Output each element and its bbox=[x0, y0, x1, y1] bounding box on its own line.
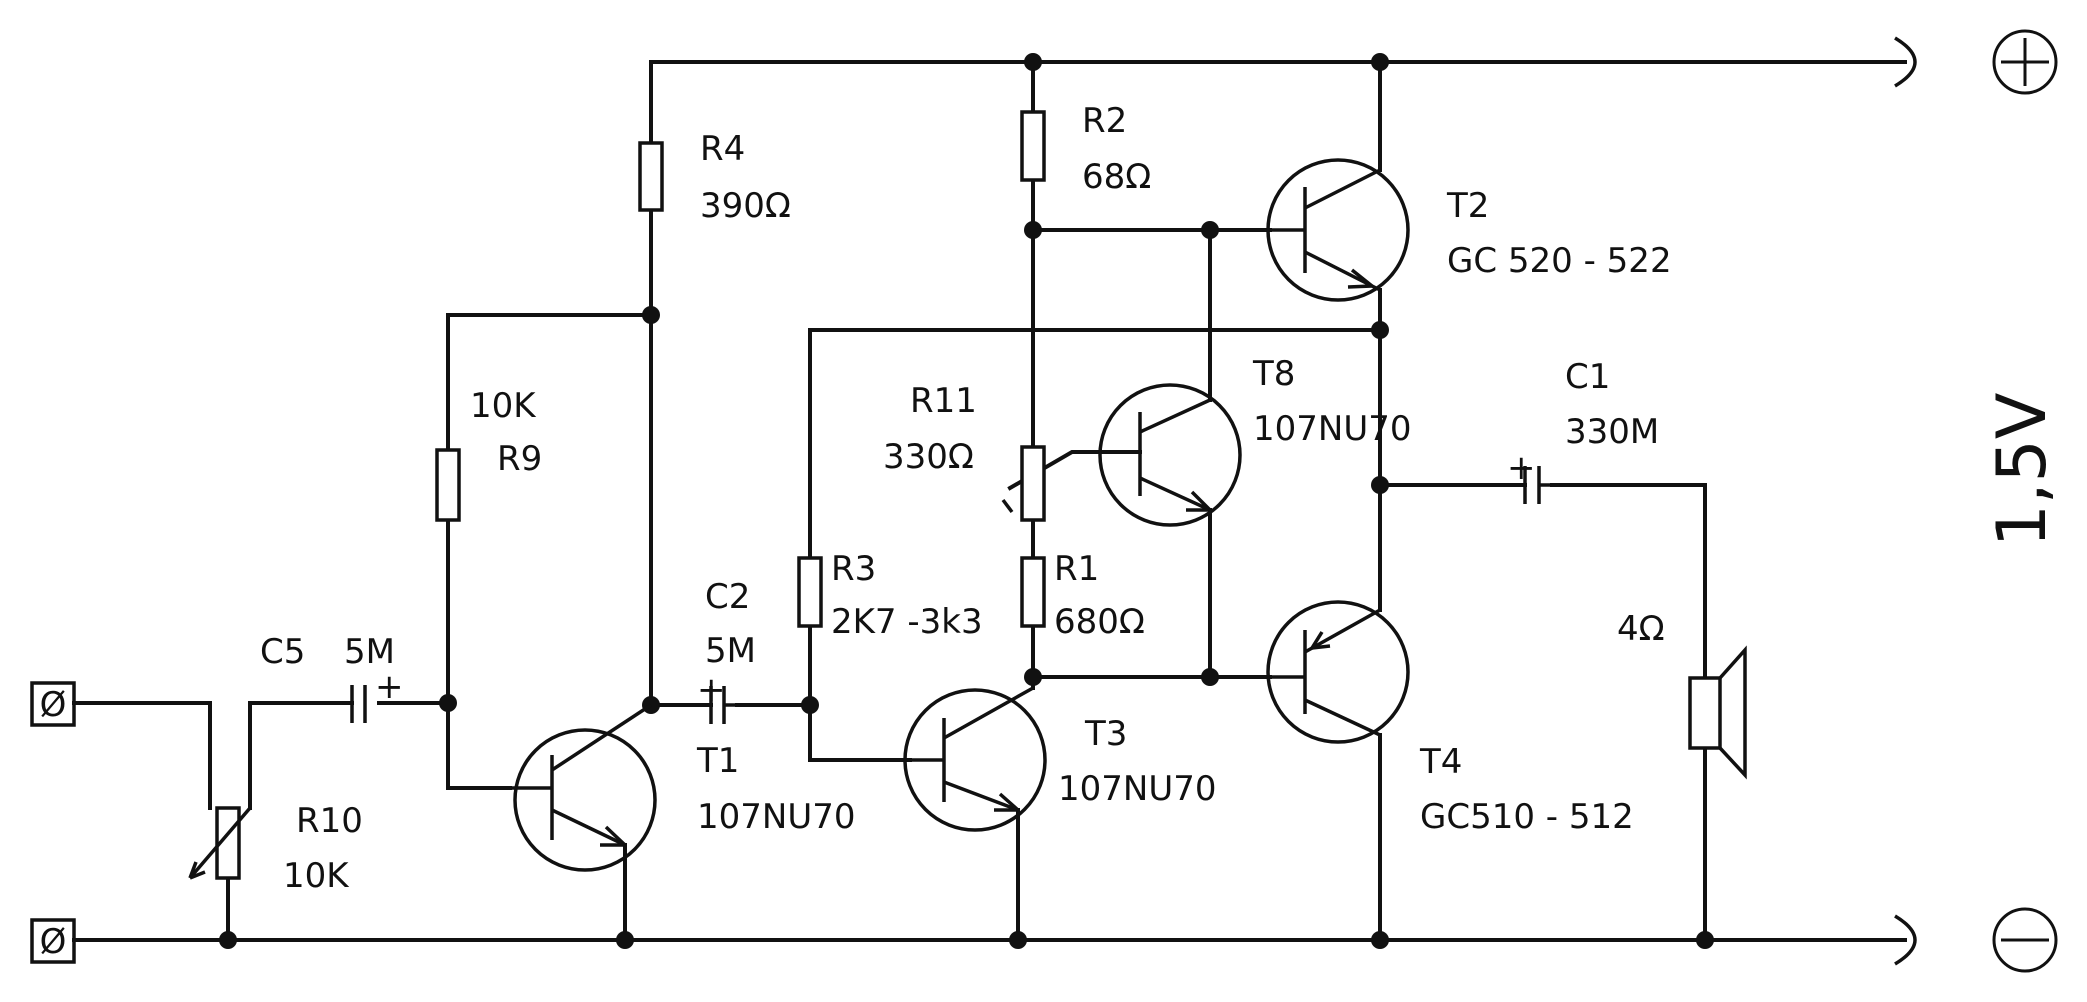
plus-circle-icon bbox=[1992, 29, 2058, 95]
resistor-r3-body bbox=[797, 556, 823, 628]
resistor-r10-variable-arrow bbox=[188, 806, 252, 880]
r3-name-label: R3 bbox=[831, 549, 876, 589]
c1-value-label: 330M bbox=[1565, 412, 1659, 452]
resistor-r11-wiper-tick bbox=[1001, 498, 1014, 514]
c2-polarity-mark: + bbox=[697, 670, 726, 710]
resistor-r4-body bbox=[638, 141, 664, 212]
r9-name-label: R9 bbox=[497, 439, 542, 479]
capacitor-c2-symbol bbox=[709, 686, 737, 724]
c5-polarity-mark: + bbox=[375, 667, 404, 707]
r3-value-label: 2K7 -3k3 bbox=[831, 602, 983, 642]
transistor-t1-symbol bbox=[510, 703, 657, 872]
resistor-r9-body bbox=[435, 448, 461, 522]
c2-name-label: C2 bbox=[705, 577, 750, 617]
t3-type-label: 107NU70 bbox=[1058, 769, 1216, 809]
supply-socket-top bbox=[1894, 36, 1917, 88]
resistor-r10-arrowhead bbox=[188, 861, 206, 880]
c1-name-label: C1 bbox=[1565, 357, 1610, 397]
r11-value-label: 330Ω bbox=[883, 437, 974, 477]
resistor-r11-body bbox=[1020, 445, 1046, 522]
transistor-t4-symbol bbox=[1266, 600, 1410, 744]
r4-value-label: 390Ω bbox=[700, 186, 791, 226]
input-terminal-top bbox=[30, 681, 97, 727]
capacitor-c5-symbol bbox=[342, 685, 367, 723]
t1-name-label: T1 bbox=[696, 741, 739, 781]
transistor-t2-symbol bbox=[1266, 158, 1410, 302]
supply-voltage-label: 1,5V bbox=[1983, 393, 2062, 548]
r2-value-label: 68Ω bbox=[1082, 157, 1151, 197]
t2-type-label: GC 520 - 522 bbox=[1447, 241, 1672, 281]
speaker-symbol bbox=[1688, 645, 1747, 780]
resistor-r2-body bbox=[1020, 110, 1046, 182]
t8-type-label: 107NU70 bbox=[1253, 409, 1411, 449]
t2-name-label: T2 bbox=[1446, 186, 1489, 226]
t4-type-label: GC510 - 512 bbox=[1420, 797, 1634, 837]
input-terminal-top-symbol: Ø bbox=[40, 685, 67, 725]
c2-value-label: 5M bbox=[705, 631, 756, 671]
r10-name-label: R10 bbox=[296, 801, 363, 841]
resistor-r1-body bbox=[1020, 556, 1046, 628]
speaker-impedance-label: 4Ω bbox=[1617, 609, 1665, 649]
transistor-t3-symbol bbox=[903, 686, 1047, 832]
r11-name-label: R11 bbox=[910, 381, 977, 421]
r4-name-label: R4 bbox=[700, 129, 745, 169]
t3-name-label: T3 bbox=[1084, 714, 1127, 754]
c1-polarity-mark: + bbox=[1507, 448, 1536, 488]
r2-name-label: R2 bbox=[1082, 101, 1127, 141]
r1-value-label: 680Ω bbox=[1054, 602, 1145, 642]
r9-value-label: 10K bbox=[470, 386, 537, 426]
t8-name-label: T8 bbox=[1252, 354, 1295, 394]
t1-type-label: 107NU70 bbox=[697, 797, 855, 837]
t4-name-label: T4 bbox=[1419, 742, 1462, 782]
minus-circle-icon bbox=[1992, 907, 2058, 973]
capacitor-c1-symbol bbox=[1523, 466, 1552, 504]
input-terminal-bottom bbox=[30, 918, 97, 964]
wires bbox=[93, 60, 1907, 942]
junctions bbox=[219, 53, 1714, 949]
transistor-t8-symbol bbox=[1098, 383, 1242, 527]
c5-name-label: C5 bbox=[260, 632, 305, 672]
r10-value-label: 10K bbox=[283, 856, 350, 896]
c5-value-label: 5M bbox=[344, 632, 395, 672]
input-terminal-bottom-symbol: Ø bbox=[40, 922, 67, 962]
supply-socket-bottom bbox=[1894, 914, 1917, 966]
r1-name-label: R1 bbox=[1054, 549, 1099, 589]
